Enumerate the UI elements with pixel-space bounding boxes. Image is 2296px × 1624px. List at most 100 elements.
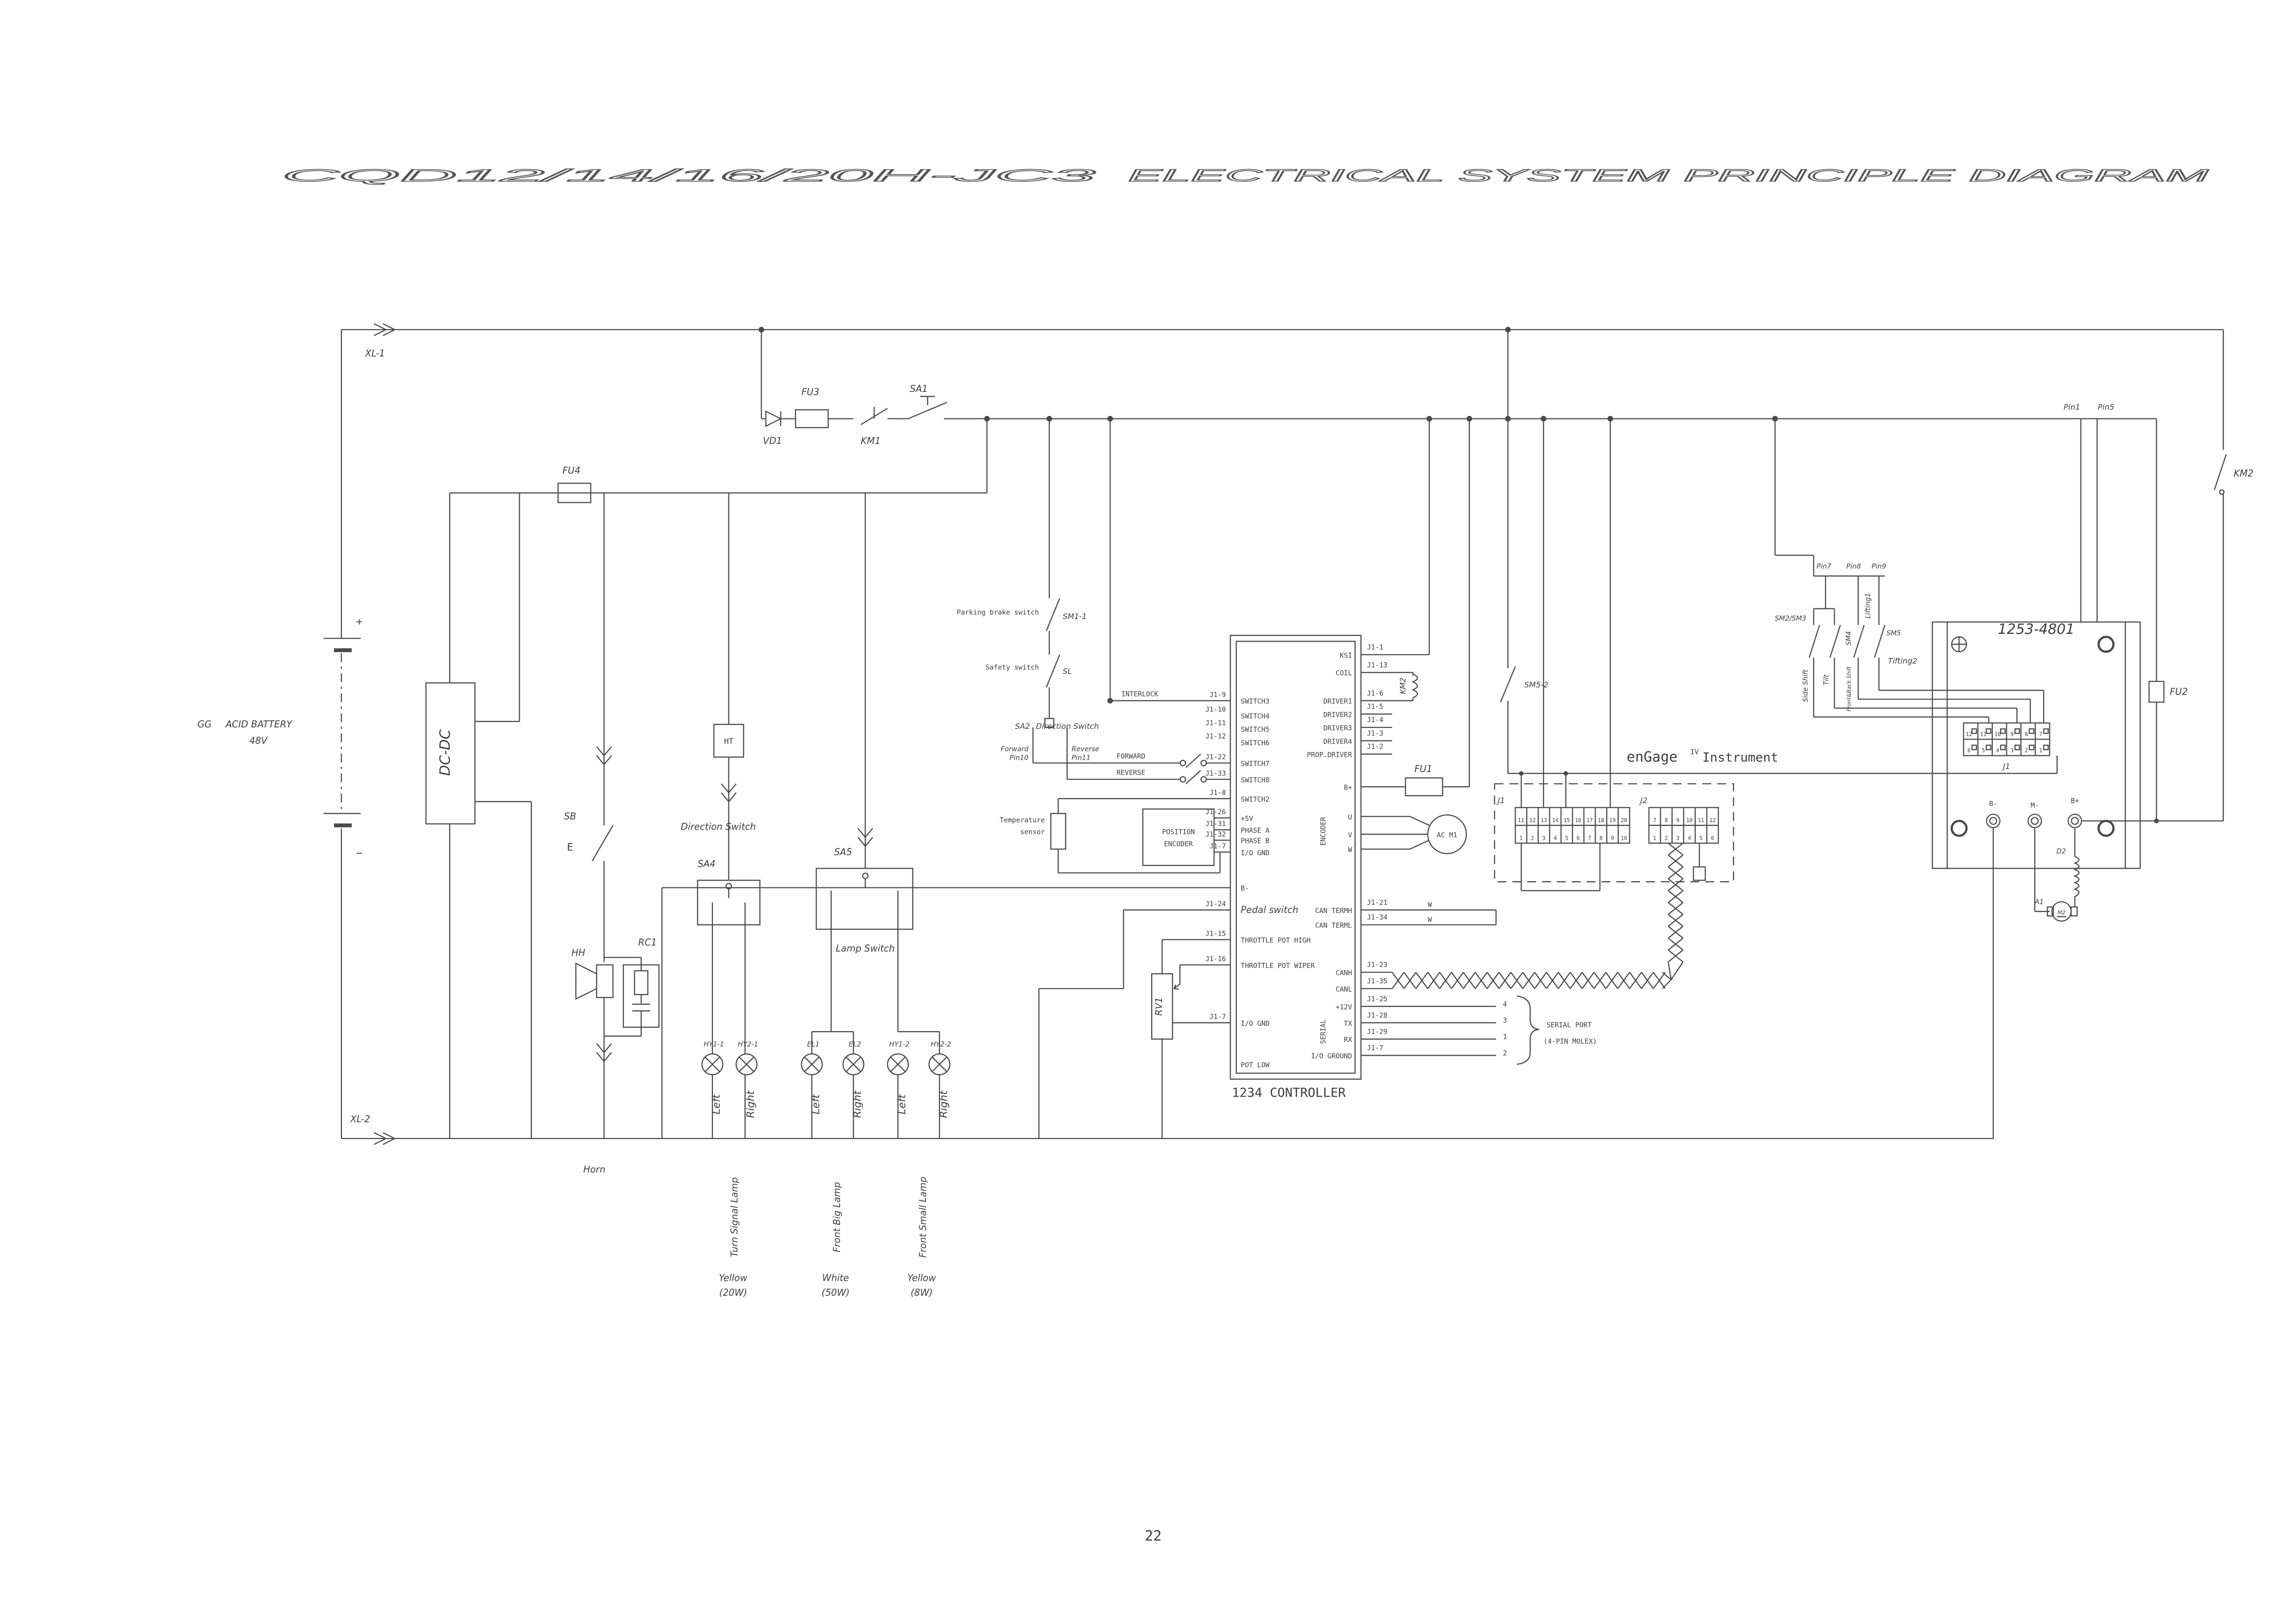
- sa4-pin: [725, 883, 732, 890]
- controller-left-pin-number: J1-24: [1206, 900, 1226, 908]
- pump-j1-pin-top: 10: [1995, 731, 2001, 738]
- sm5-switch-icon: [1874, 625, 1886, 658]
- temp-sensor-resistor: [1050, 813, 1066, 850]
- lamp-x-HY1-1: [704, 1056, 721, 1073]
- reverse-contact-blade: [1185, 770, 1201, 784]
- controller-left-pin-number: J1-9: [1209, 691, 1226, 699]
- controller-left-pin-number: J1-7: [1209, 1013, 1226, 1021]
- lamp-switch-label: Lamp Switch: [836, 943, 895, 954]
- pump-screw-tr: [2097, 635, 2115, 653]
- ac-m1-label: AC M1: [1437, 832, 1458, 839]
- serial-pin-number: 1: [1503, 1033, 1507, 1041]
- sa5-pin: [862, 872, 869, 879]
- pump-j1-pin-bottom: 6: [1967, 748, 1971, 754]
- lamp-group-watt: (50W): [821, 1288, 849, 1298]
- km2-coil-icon: [1411, 673, 1418, 698]
- controller-right-pin-label: CANH: [1336, 969, 1352, 977]
- fuse-fu3: [795, 409, 829, 429]
- lamp-group-name: Front Small Lamp: [918, 1177, 928, 1258]
- controller-right-pin-number: J1-13: [1367, 661, 1388, 669]
- controller-right-pin-label: +12V: [1336, 1004, 1353, 1011]
- controller-right-pin-label: COIL: [1336, 670, 1352, 677]
- lamp-EL2: [842, 1053, 865, 1075]
- km2-top-label: KM2: [2234, 469, 2254, 479]
- controller-right-pin-number: J1-6: [1367, 690, 1383, 698]
- instrument-j2-pin-top: 11: [1698, 817, 1704, 823]
- pin10-label: Pin10: [1009, 754, 1028, 762]
- can-w2: W: [1428, 916, 1432, 924]
- controller-pin-labels: SWITCH3J1-9SWITCH4J1-10SWITCH5J1-11SWITC…: [1206, 644, 1388, 1069]
- pump-j1-pin-top: 11: [1980, 731, 1987, 738]
- km2-contact-dot: [2219, 489, 2225, 495]
- controller-right-pin-label: KSI: [1340, 652, 1352, 659]
- sa2-name-label: Direction Switch: [1036, 722, 1099, 731]
- pump-j1-pin-square: [2043, 744, 2049, 751]
- controller-right-pin-label: B+: [1344, 784, 1352, 792]
- reverse-small-label: Reverse: [1072, 745, 1100, 753]
- lamp-side-label: Left: [810, 1094, 822, 1114]
- controller-left-pin-number: J1-11: [1206, 719, 1226, 727]
- controller-right-pin-number: J1-5: [1367, 703, 1383, 711]
- instrument-j1-pin-bottom: 5: [1565, 835, 1569, 841]
- controller-name: 1234 CONTROLLER: [1232, 1086, 1345, 1101]
- direction-switch-label: Direction Switch: [681, 821, 756, 832]
- instrument-j1-pin-top: 15: [1564, 817, 1570, 823]
- controller-right-pin-number: J1-4: [1367, 716, 1383, 724]
- controller-left-pin-number: J1-33: [1206, 770, 1226, 778]
- xl1-arrow-icon: [374, 323, 396, 336]
- sm3-switch-icon: [1829, 625, 1841, 658]
- km1-label: KM1: [861, 436, 881, 446]
- encoder-box-label-2: ENCODER: [1164, 840, 1193, 848]
- sa1-switch-icon: [908, 396, 947, 419]
- controller-right-pin-number: J1-29: [1367, 1028, 1388, 1036]
- fuse-fu4: [557, 483, 591, 503]
- lifting1-label: Lifting1: [1864, 593, 1872, 618]
- interlock-label: INTERLOCK: [1121, 690, 1158, 698]
- pump-j1-pin-square: [1986, 728, 1991, 734]
- forward-contact-b: [1200, 760, 1207, 766]
- pump-top-pin-label: Pin9: [1871, 563, 1886, 571]
- lamp-side-label: Right: [938, 1090, 950, 1118]
- lamp-labels: HY1-1LeftHY2-1RightEL1LeftEL2RightHY1-2L…: [704, 1041, 951, 1298]
- controller-right-pin-label: DRIVER4: [1323, 738, 1352, 746]
- flow-arrows-sb-top: [596, 746, 612, 765]
- lamp-side-label: Left: [896, 1094, 908, 1114]
- sa4-label: SA4: [698, 859, 715, 869]
- controller-right-pin-label: DRIVER1: [1323, 698, 1352, 706]
- controller-right-pin-label: U: [1348, 814, 1352, 821]
- serial-pin-number: 3: [1503, 1017, 1507, 1025]
- reverse-contact-a: [1180, 776, 1186, 783]
- pump-screw-tl-cross: [1951, 637, 1967, 652]
- sa2-node: [1044, 718, 1055, 728]
- controller-right-pin-label: DRIVER3: [1323, 725, 1352, 732]
- controller-right-pin-label: W: [1348, 846, 1352, 854]
- hh-label: HH: [571, 948, 585, 958]
- controller-left-pin-label: SWITCH3: [1241, 698, 1270, 706]
- lamp-id-label: HY1-2: [889, 1041, 910, 1048]
- fu2-label: FU2: [2170, 686, 2188, 697]
- lamp-id-label: EL2: [849, 1041, 861, 1048]
- lamp-id-label: HY2-2: [931, 1041, 951, 1048]
- lamp-symbols: [701, 1053, 951, 1075]
- instrument-j1-pin-bottom: 8: [1599, 835, 1603, 841]
- controller-left-pin-number: J1-22: [1206, 753, 1226, 761]
- controller-box-inner: [1235, 641, 1356, 1074]
- instrument-j2-pin-bottom: 6: [1711, 835, 1714, 841]
- lamp-side-label: Left: [711, 1094, 723, 1114]
- controller-left-pin-label: SWITCH4: [1241, 713, 1270, 721]
- controller-left-pin-number: J1-26: [1206, 808, 1226, 816]
- pump-screw-br: [2097, 819, 2115, 837]
- instrument-j2-pin-bottom: 3: [1676, 835, 1679, 841]
- m2-label: M2: [2057, 910, 2066, 916]
- controller-left-pin-number: J1-32: [1206, 831, 1226, 838]
- controller-left-pin-number: J1-15: [1206, 930, 1226, 938]
- pump-j1-pin-square: [2014, 744, 2020, 751]
- serial-port-title: SERIAL PORT: [1546, 1021, 1592, 1029]
- controller-right-pin-label: RX: [1344, 1036, 1353, 1044]
- rc1-capacitor-icon: [632, 965, 650, 1027]
- flow-arrows-sa4: [721, 783, 737, 803]
- sm23-label: SM2/SM3: [1775, 615, 1806, 622]
- controller-right-pin-number: J1-7: [1367, 1045, 1383, 1052]
- instrument-j1-pin-top: 20: [1621, 817, 1627, 823]
